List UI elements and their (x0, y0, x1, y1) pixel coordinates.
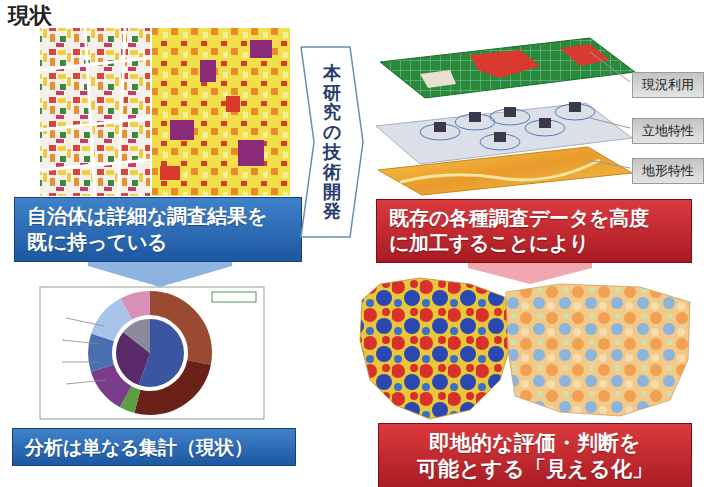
box-label: 立地特性 (639, 122, 697, 140)
parcel (226, 96, 240, 112)
pie-segment (133, 336, 167, 370)
landuse-patch (420, 70, 456, 88)
leader-line (62, 362, 100, 363)
box-label: 地形特性 (639, 162, 697, 180)
landuse-patch (470, 50, 540, 78)
layer-tag: 立地特性 (632, 118, 704, 144)
street (40, 58, 150, 70)
arrow-outline-path (301, 47, 363, 237)
donut-segment (100, 303, 200, 403)
pie-segment (133, 336, 167, 370)
parcel (170, 120, 194, 140)
landuse-patch (560, 44, 610, 66)
influence-rings (420, 104, 595, 150)
parcel (238, 140, 264, 166)
building-icons (434, 102, 581, 142)
parcel-map (152, 28, 290, 196)
leader-line (66, 318, 104, 326)
parcel-map (40, 28, 150, 196)
status-box: 分析は単なる集計（現状） (12, 428, 296, 466)
parcel (160, 166, 180, 180)
status-box: 自治体は詳細な調査結果を 既に持っている (14, 197, 302, 262)
box-label: 現況利用 (639, 76, 697, 94)
vertical-label: 本研究の技術開発 (323, 63, 341, 221)
box-label: 即地的な評価・判断を 可能とする「見える化」 (391, 430, 679, 483)
street (118, 28, 125, 196)
leader-line (62, 340, 100, 344)
donut-chart (100, 303, 200, 403)
donut-segment (100, 303, 200, 403)
result-box: 既存の各種調査データを高度 に加工することにより (376, 199, 692, 263)
evaluation-map (506, 284, 690, 416)
chart-tag (212, 292, 256, 302)
tag-leader (588, 52, 630, 168)
terrain-ridge (400, 160, 600, 182)
donut-segment (100, 303, 200, 403)
parcel (200, 60, 216, 82)
box-label: 自治体は詳細な調査結果を 既に持っている (27, 204, 289, 255)
leader-line (66, 380, 106, 384)
leader-lines (62, 318, 106, 384)
building-icon (469, 112, 481, 122)
donut-segment (100, 303, 200, 403)
building-icon (539, 118, 551, 128)
donut-segment (100, 303, 200, 403)
research-arrow: 本研究の技術開発 (300, 46, 364, 238)
layer-tag: 地形特性 (632, 158, 704, 184)
street (85, 28, 95, 196)
donut-segment (100, 303, 200, 403)
street (40, 118, 150, 130)
layer-tag: 現況利用 (632, 72, 704, 98)
building-icon (434, 122, 446, 132)
parcel (250, 40, 272, 58)
street-lines (40, 28, 150, 196)
building-icon (504, 107, 516, 117)
pie-segment (133, 336, 167, 370)
result-box: 即地的な評価・判断を 可能とする「見える化」 (378, 423, 692, 487)
street (40, 160, 150, 170)
building-icon (494, 132, 506, 142)
building-icon (569, 102, 581, 112)
evaluation-map (360, 278, 512, 419)
donut-segment (100, 303, 200, 403)
chart-panel (40, 287, 264, 419)
box-label: 分析は単なる集計（現状） (25, 435, 283, 459)
landuse-layer (380, 38, 635, 98)
page-title: 現状 (8, 1, 52, 31)
location-layer (376, 103, 632, 164)
box-label: 既存の各種調査データを高度 に加工することにより (389, 206, 679, 256)
